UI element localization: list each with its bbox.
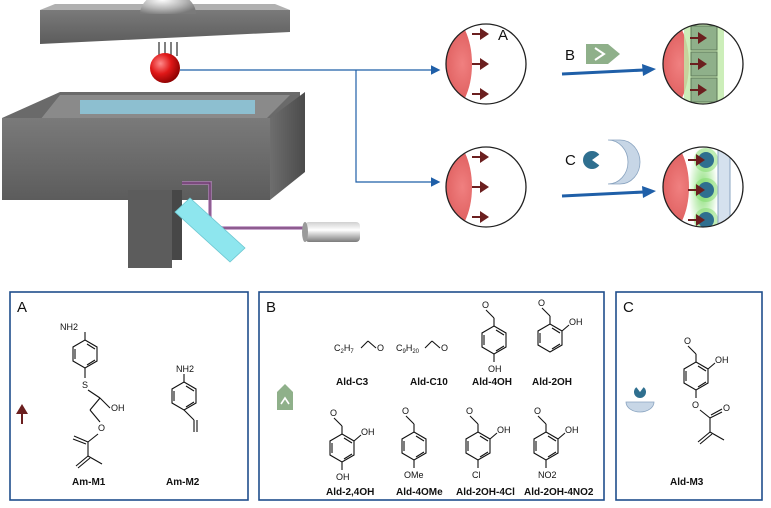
ald-4oh-name: Ald-4OH [472,377,512,388]
svg-text:Cl: Cl [472,470,481,480]
molecule-am-m2: NH2 Am-M2 [166,364,200,488]
am-m1-nh2: NH2 [60,322,78,332]
am-m1-o: O [98,423,105,433]
molecule-ald-m3: O OH O O Ald-M3 [670,336,730,488]
molecule-ald-2oh: O OH Ald-2OH [532,298,583,388]
am-m1-s: S [82,380,88,390]
molecule-ald-4oh: O OH Ald-4OH [472,300,512,388]
panel-b-letter: B [266,299,276,316]
svg-text:OH: OH [569,317,583,327]
ald-c10-name: Ald-C10 [410,377,448,388]
svg-text:O: O [692,400,699,410]
svg-text:O: O [723,403,730,413]
red-sphere-electrode [150,53,180,83]
ald-2oh-4no2-name: Ald-2OH-4NO2 [524,487,594,498]
label-b: B [565,47,575,64]
svg-text:O: O [402,406,409,416]
svg-text:OH: OH [497,425,511,435]
circle-aldehyde-bound [662,23,744,105]
am-m1-oh: OH [111,403,125,413]
reaction-arrow-c: C [561,139,656,198]
svg-text:O: O [684,336,691,346]
molecule-am-m1: NH2 S OH O Am-M1 [60,322,125,488]
svg-text:OH: OH [336,472,350,482]
svg-text:O: O [482,300,489,310]
circle-amine-surface-c [445,146,527,228]
label-a: A [498,27,508,44]
aldehyde-icon-legend [277,384,293,410]
ald-4ome-name: Ald-4OMe [396,487,443,498]
panel-c: C O OH O O Ald-M3 [615,291,763,501]
molecule-ald-2oh-4no2: O OH NO2 Ald-2OH-4NO2 [524,406,594,498]
svg-text:OH: OH [565,425,579,435]
svg-text:OH: OH [488,364,502,374]
panel-c-letter: C [623,299,634,316]
am-m2-nh2: NH2 [176,364,194,374]
svg-text:O: O [330,408,337,418]
am-m2-name: Am-M2 [166,477,200,488]
molecule-ald-c10: C9H20 O Ald-C10 [396,340,448,388]
panel-a: A NH2 S OH O [9,291,249,501]
ald-24oh-name: Ald-2,4OH [326,487,374,498]
molecule-ald-c3: C2H7 O Ald-C3 [334,340,384,388]
ald-2oh-name: Ald-2OH [532,377,572,388]
receptor-icon-legend [625,384,655,413]
svg-text:O: O [538,298,545,308]
ald-2oh-4cl-name: Ald-2OH-4Cl [456,487,515,498]
panel-a-letter: A [17,299,27,316]
am-m1-name: Am-M1 [72,477,106,488]
svg-text:O: O [534,406,541,416]
circle-receptor-bound [662,146,744,228]
svg-text:OMe: OMe [404,470,424,480]
connector-lines [180,65,441,187]
svg-text:O: O [441,343,448,353]
ald-c3-name: Ald-C3 [336,377,369,388]
reaction-arrow-b: B [561,44,656,76]
label-c: C [565,152,576,169]
instrument-illustration [2,0,360,268]
svg-text:OH: OH [361,427,375,437]
svg-text:O: O [377,343,384,353]
svg-text:C2H7: C2H7 [334,343,354,355]
molecule-ald-4ome: O OMe Ald-4OMe [396,406,443,498]
svg-text:OH: OH [715,355,729,365]
circle-amine-surface-a: A [445,23,527,105]
molecule-ald-2oh-4cl: O OH Cl Ald-2OH-4Cl [456,406,515,498]
molecule-ald-24oh: O OH OH Ald-2,4OH [326,408,375,498]
svg-text:C9H20: C9H20 [396,343,420,355]
svg-text:NO2: NO2 [538,470,557,480]
svg-text:O: O [466,406,473,416]
amine-arrow-legend [16,404,28,424]
dome [140,0,196,14]
ald-m3-name: Ald-M3 [670,477,704,488]
panel-b: B C2H7 O Ald-C3 C9H20 O Ald-C10 O [258,291,605,501]
